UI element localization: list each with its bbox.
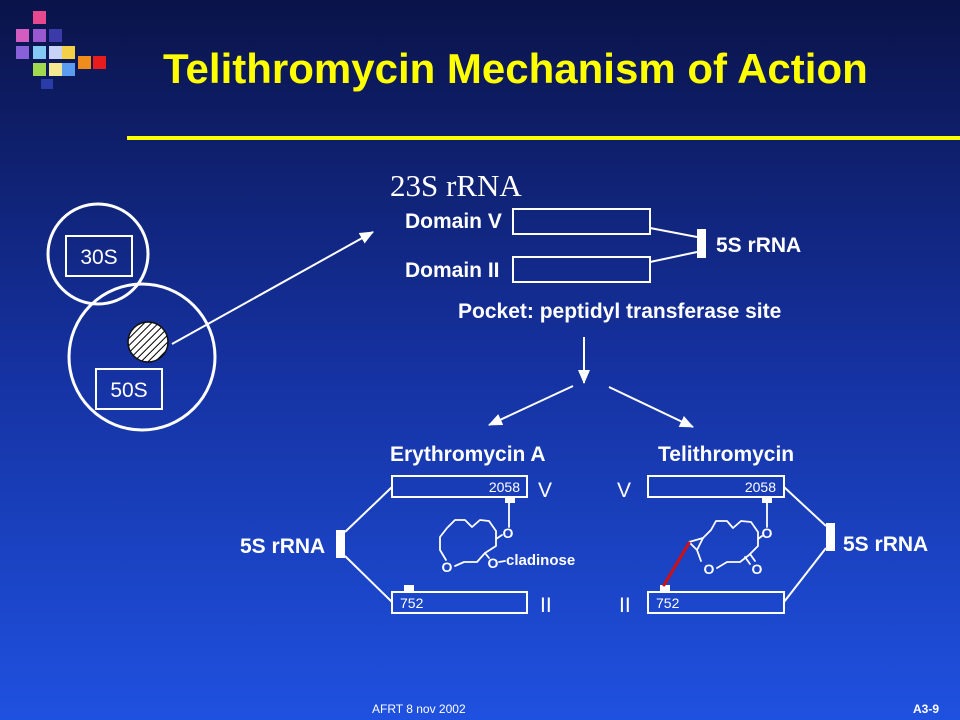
decor-square bbox=[33, 63, 46, 76]
tel-ester-oxygen: O bbox=[762, 525, 773, 541]
tel-rrna-5s-label: 5S rRNA bbox=[843, 533, 928, 556]
domain-ii-label: Domain II bbox=[405, 259, 500, 282]
ery-ester-oxygen: O bbox=[503, 525, 514, 541]
ery-domain-ii-to-5s-line bbox=[344, 555, 393, 603]
erythromycin-complex: 2058 V 752 II 5S rRNA O O O cladinose bbox=[240, 475, 575, 617]
tel-carbonyl-bond-b bbox=[749, 553, 756, 562]
ery-glycosidic-oxygen: O bbox=[488, 555, 499, 571]
erythromycin-lactone-ring bbox=[439, 519, 497, 567]
decor-squares bbox=[16, 11, 106, 89]
decor-square bbox=[49, 63, 62, 76]
large-subunit-circle bbox=[67, 282, 217, 432]
ery-ring-to-ester-oxygen-bond bbox=[495, 534, 503, 540]
tel-rrna-5s-bar bbox=[826, 523, 835, 551]
rrna-23s-heading: 23S rRNA bbox=[390, 168, 522, 203]
ery-rrna-5s-bar bbox=[336, 530, 345, 558]
tel-contact-752 bbox=[660, 585, 670, 592]
tel-side-chain-to-752-contact bbox=[662, 541, 691, 587]
decor-square bbox=[62, 46, 75, 59]
arrow-to-telithromycin bbox=[608, 386, 694, 428]
ery-domain-ii-segment bbox=[391, 591, 528, 614]
tel-ring-to-ester-oxygen-bond bbox=[757, 535, 763, 540]
domain-v-label: Domain V bbox=[405, 210, 502, 233]
tel-carbonyl-bond-a bbox=[744, 556, 751, 565]
ery-cladinose-label: cladinose bbox=[506, 552, 575, 569]
arrow-to-erythromycin bbox=[488, 385, 574, 426]
large-subunit-label: 50S bbox=[110, 379, 147, 402]
domain-v-segment bbox=[512, 208, 651, 235]
tel-ring-oxygen: O bbox=[704, 561, 715, 577]
domain-v-to-5s-line bbox=[649, 227, 698, 238]
tel-domain-ii-to-5s-line bbox=[783, 547, 827, 603]
decor-square bbox=[62, 63, 75, 76]
pocket-label: Pocket: peptidyl transferase site bbox=[458, 300, 781, 323]
decor-square bbox=[33, 11, 46, 24]
title-underline bbox=[127, 136, 960, 140]
ery-contact-752 bbox=[404, 585, 414, 592]
ery-contact-2058 bbox=[505, 497, 515, 503]
tel-domain-v-to-5s-line bbox=[783, 486, 827, 527]
ery-nucleotide-752: 752 bbox=[400, 595, 424, 611]
ribosome: 30S 50S bbox=[46, 202, 217, 432]
rrna-5s-label: 5S rRNA bbox=[716, 234, 801, 257]
ery-ring-oxygen: O bbox=[442, 559, 453, 575]
ery-domain-ii-marker: II bbox=[540, 594, 552, 617]
footer-date: AFRT 8 nov 2002 bbox=[372, 702, 466, 716]
peptidyl-transferase-site-marker bbox=[127, 321, 169, 363]
decor-square bbox=[49, 46, 62, 59]
tel-nucleotide-2058: 2058 bbox=[745, 479, 776, 495]
erythromycin-heading: Erythromycin A bbox=[390, 443, 546, 466]
slide-title: Telithromycin Mechanism of Action bbox=[163, 45, 868, 92]
rrna-5s-bar bbox=[697, 229, 706, 258]
tel-nucleotide-752: 752 bbox=[656, 595, 680, 611]
zoom-arrow bbox=[171, 231, 374, 345]
ery-ring-to-glycosidic-oxygen-bond bbox=[484, 552, 490, 559]
ery-rrna-5s-label: 5S rRNA bbox=[240, 535, 325, 558]
decor-square bbox=[16, 29, 29, 42]
decor-square bbox=[49, 29, 62, 42]
domain-ii-segment bbox=[512, 256, 651, 283]
ery-domain-v-marker: V bbox=[538, 479, 552, 502]
ery-oxygen-to-cladinose-bond bbox=[498, 560, 506, 563]
small-subunit-label: 30S bbox=[80, 246, 117, 269]
tel-domain-v-segment bbox=[647, 475, 785, 498]
ery-nucleotide-2058: 2058 bbox=[489, 479, 520, 495]
decor-square bbox=[16, 46, 29, 59]
decor-square bbox=[78, 56, 91, 69]
telithromycin-heading: Telithromycin bbox=[658, 443, 794, 466]
tel-domain-ii-segment bbox=[647, 591, 785, 614]
telithromycin-complex: 2058 V 752 II 5S rRNA O O O bbox=[617, 475, 928, 617]
tel-carbonyl-oxygen: O bbox=[752, 561, 763, 577]
slide-number: A3-9 bbox=[913, 702, 939, 716]
decor-square bbox=[41, 79, 53, 89]
small-subunit-circle bbox=[46, 202, 150, 306]
large-subunit-box bbox=[95, 368, 163, 410]
decor-square bbox=[33, 46, 46, 59]
telithromycin-lactone-ring bbox=[696, 520, 759, 569]
tel-domain-ii-marker: II bbox=[619, 594, 631, 617]
small-subunit-box bbox=[65, 235, 133, 277]
decor-square bbox=[93, 56, 106, 69]
tel-contact-2058 bbox=[762, 497, 772, 503]
tel-domain-v-marker: V bbox=[617, 479, 631, 502]
ery-domain-v-segment bbox=[391, 475, 528, 498]
rrna-23s-schematic: 23S rRNA Domain V Domain II 5S rRNA Pock… bbox=[390, 168, 801, 323]
decor-square bbox=[33, 29, 46, 42]
ery-domain-v-to-5s-line bbox=[344, 486, 393, 533]
domain-ii-to-5s-line bbox=[649, 251, 698, 263]
